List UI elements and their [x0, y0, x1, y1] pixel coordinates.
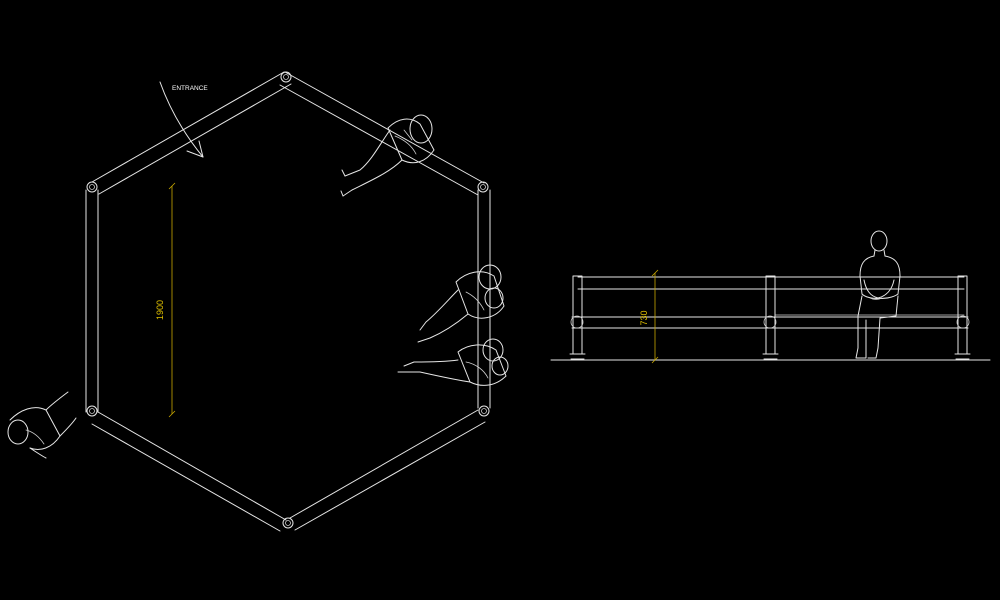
person-seated-elevation — [855, 230, 901, 359]
bench-segment-left — [85, 189, 99, 413]
bench-segment-right — [477, 189, 491, 409]
entrance-arrow — [159, 81, 204, 158]
bench-segment-top-right — [279, 71, 485, 196]
person-topdown-2 — [417, 264, 505, 343]
middle-post — [762, 275, 779, 360]
bench-elevation: 730 — [550, 230, 991, 364]
left-post — [569, 275, 586, 360]
person-topdown-3 — [397, 338, 509, 386]
bench-segment-bottom-left — [91, 411, 287, 532]
entrance-label: ENTRANCE — [172, 85, 208, 92]
bench-segment-bottom-right — [289, 409, 486, 531]
elevation-dimension-line — [651, 269, 659, 364]
person-topdown-4 — [7, 391, 77, 459]
bench-segment-top-left — [91, 71, 292, 195]
right-post — [954, 275, 971, 360]
plan-dimension-label: 1900 — [155, 300, 165, 320]
hexagon-bench-plan — [85, 71, 491, 532]
back-rail — [577, 276, 965, 290]
corner-joints — [86, 71, 490, 529]
elevation-dimension-label: 730 — [639, 310, 649, 325]
plan-dimension-line — [168, 182, 176, 418]
person-topdown-1 — [340, 114, 435, 197]
seat-rail — [571, 314, 969, 329]
